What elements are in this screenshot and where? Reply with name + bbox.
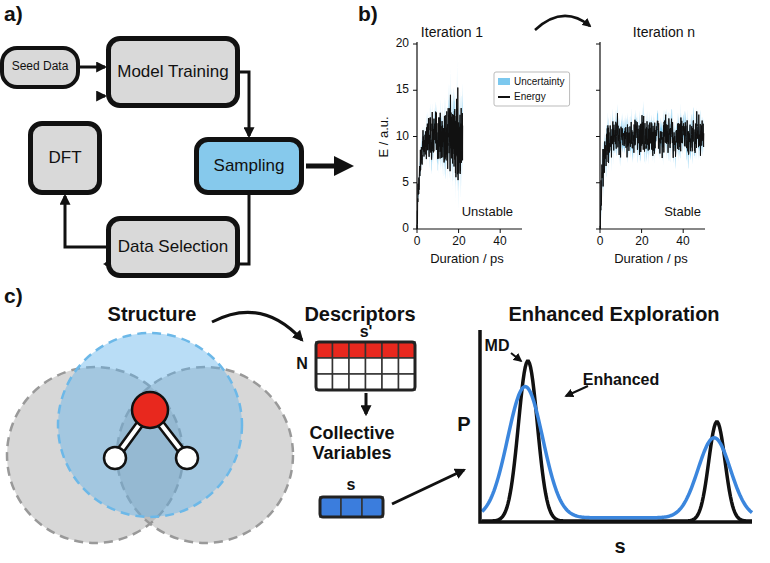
tick-label: 0 xyxy=(414,235,421,248)
node-text: Model Training xyxy=(117,63,229,82)
flow-arrow xyxy=(306,164,344,169)
iteration-arrow xyxy=(535,16,590,30)
tick xyxy=(683,229,684,233)
cycle-arrow xyxy=(65,196,106,247)
reduce-arrow xyxy=(365,393,368,414)
tick-label: 20 xyxy=(396,37,409,50)
tick xyxy=(596,90,600,91)
legend-entry: Energy xyxy=(498,90,546,103)
section-title: Structure xyxy=(108,303,197,325)
process-box: DFT xyxy=(28,121,102,195)
tick xyxy=(500,229,501,233)
plot-note: Unstable xyxy=(462,205,513,219)
plot-title: Iteration n xyxy=(633,25,695,40)
axes xyxy=(480,330,752,522)
curve-label: Enhanced xyxy=(583,371,659,389)
tick xyxy=(413,229,417,230)
cycle-arrow xyxy=(240,72,249,136)
tick-label: 20 xyxy=(635,235,648,248)
tick xyxy=(417,229,418,233)
curve-label: MD xyxy=(485,337,510,355)
structure-arrow xyxy=(212,312,302,340)
legend-text: Energy xyxy=(514,91,546,102)
distribution-plot xyxy=(480,330,752,522)
axes xyxy=(600,42,705,229)
plot-title: Iteration 1 xyxy=(421,25,483,40)
tick-label: 40 xyxy=(493,235,506,248)
legend-entry: Uncertainty xyxy=(498,75,565,88)
cycle-arrow xyxy=(80,66,105,69)
tick xyxy=(600,229,601,233)
plot-note: Stable xyxy=(664,205,701,219)
process-box: Sampling xyxy=(194,137,304,195)
tick-label: 5 xyxy=(402,176,409,189)
tick-label: 15 xyxy=(396,83,409,96)
node-text: DFT xyxy=(48,149,81,168)
tick xyxy=(596,229,600,230)
leader-line xyxy=(511,353,521,361)
energy-line xyxy=(600,111,704,229)
legend-line xyxy=(498,96,510,98)
section-title: Collective Variables xyxy=(290,424,414,464)
energy-line xyxy=(417,88,463,229)
tick-label: 40 xyxy=(676,235,689,248)
axis-title: E / a.u. xyxy=(377,116,391,157)
axis-title: P xyxy=(457,413,470,435)
section-title: Descriptors xyxy=(304,303,415,325)
descriptor-grid xyxy=(316,342,415,390)
axes xyxy=(417,42,522,229)
tick-label: 0 xyxy=(402,222,409,235)
axis-title: s xyxy=(614,535,625,557)
tick xyxy=(413,136,417,137)
cv-arrow xyxy=(392,470,464,504)
tick xyxy=(596,136,600,137)
panel-label: a) xyxy=(4,2,23,25)
axis-title: Duration / ps xyxy=(614,252,688,266)
node-text: Data Selection xyxy=(118,238,229,257)
tick xyxy=(413,44,417,45)
energy-plots xyxy=(413,42,705,233)
tick xyxy=(596,44,600,45)
legend-text: Uncertainty xyxy=(514,76,565,87)
legend-swatch xyxy=(498,78,510,85)
tick-label: 0 xyxy=(597,235,604,248)
node-text: Seed Data xyxy=(12,60,69,73)
tick xyxy=(458,229,459,233)
structure-illustration xyxy=(7,333,293,543)
node-text: Sampling xyxy=(214,157,285,176)
symbol-label: N xyxy=(296,355,308,373)
tick-label: 10 xyxy=(396,130,409,143)
md-curve xyxy=(482,361,752,521)
symbol-label: s' xyxy=(360,323,373,341)
enhanced-curve xyxy=(482,387,752,518)
section-title: Enhanced Exploration xyxy=(508,303,719,325)
cv-boxes xyxy=(320,497,383,517)
tick xyxy=(641,229,642,233)
tick xyxy=(596,182,600,183)
cycle-arrow xyxy=(102,95,105,98)
legend-frame xyxy=(494,72,570,106)
symbol-label: s xyxy=(347,476,356,494)
tick xyxy=(413,90,417,91)
process-box: Data Selection xyxy=(106,216,240,278)
axis-title: Duration / ps xyxy=(430,252,504,266)
uncertainty-band xyxy=(417,60,463,229)
panel-label: c) xyxy=(4,284,23,307)
tick-label: 20 xyxy=(452,235,465,248)
tick xyxy=(413,182,417,183)
uncertainty-band xyxy=(600,101,704,229)
panel-label: b) xyxy=(358,2,378,25)
process-box: Model Training xyxy=(106,36,240,108)
seed-pill: Seed Data xyxy=(0,46,80,89)
